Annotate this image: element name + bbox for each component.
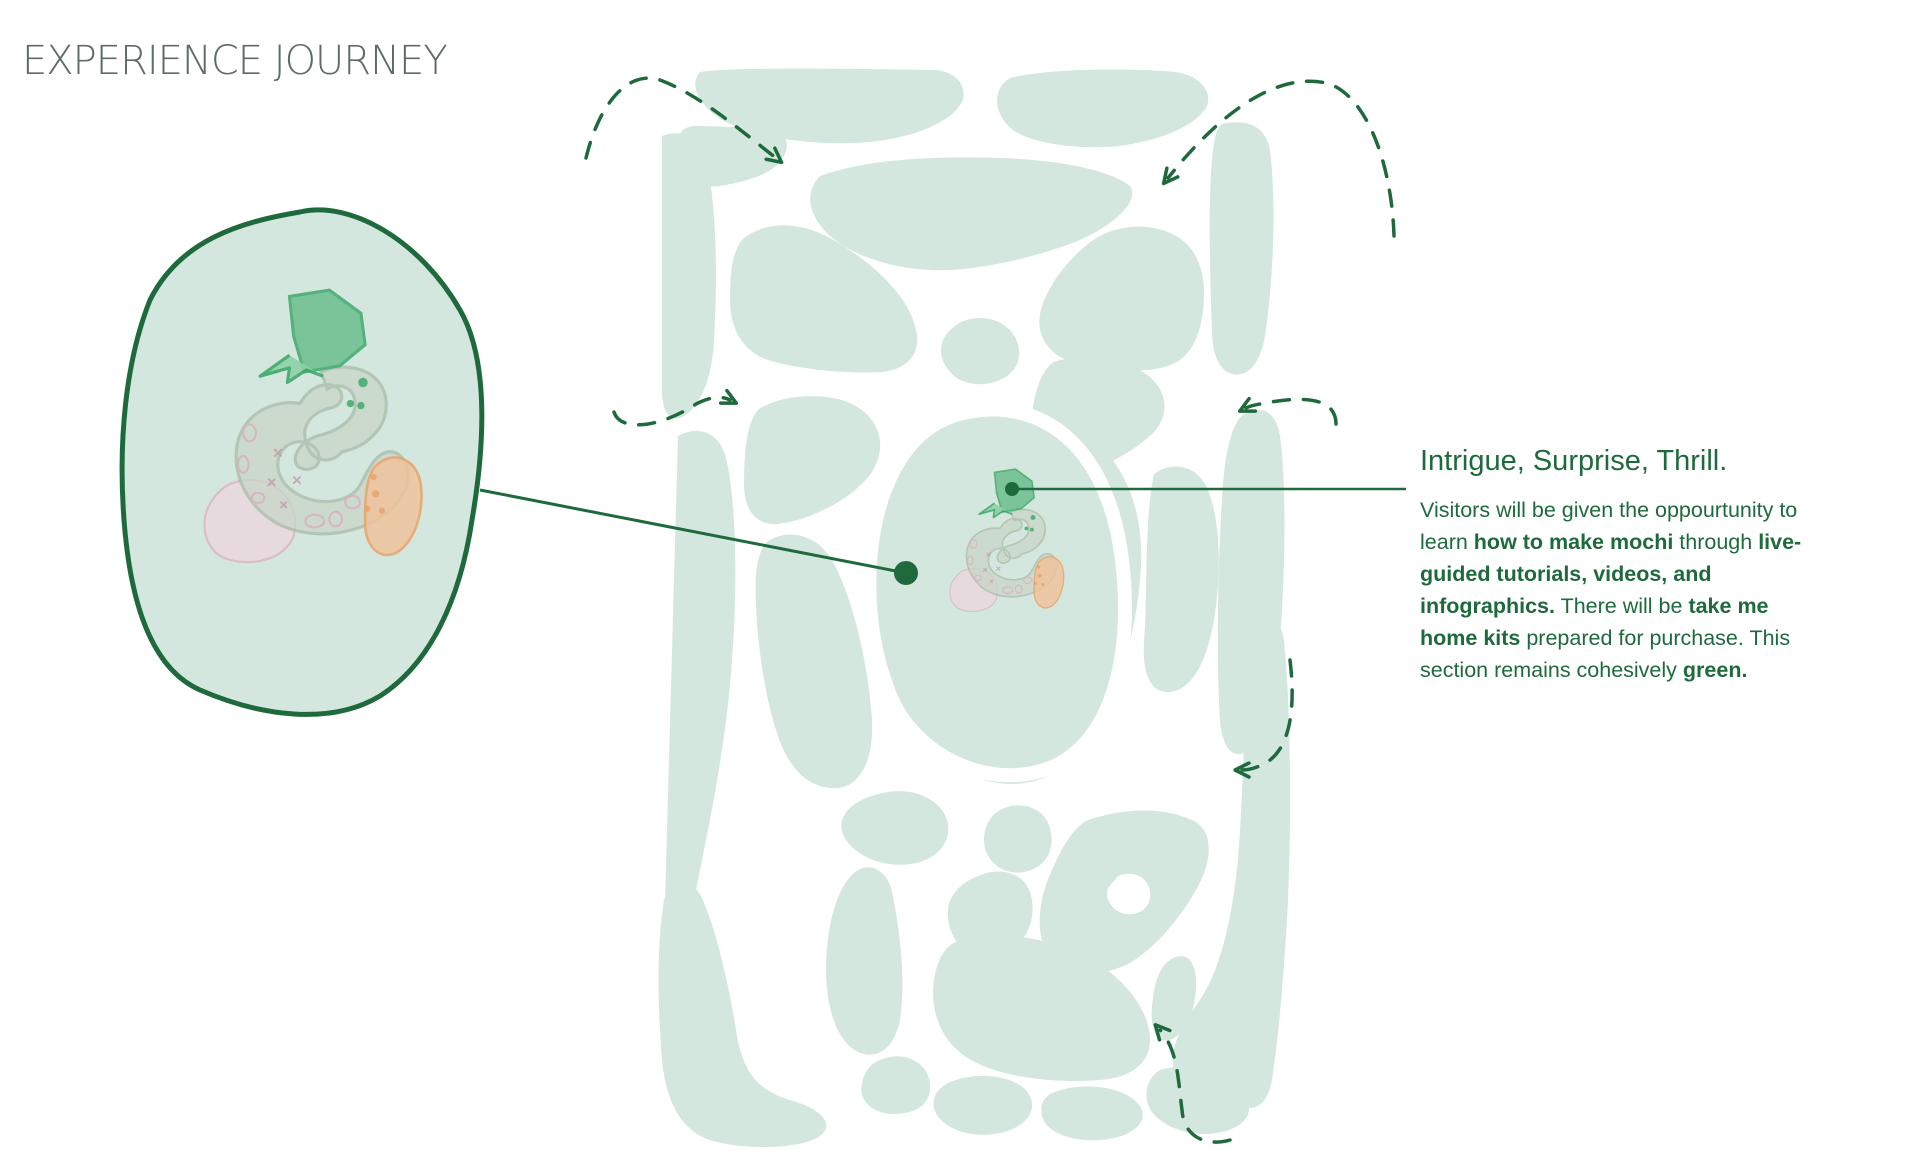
dashed-curved-arrow-icon	[612, 397, 730, 427]
dot-marker-icon	[894, 561, 918, 585]
callout-body: Visitors will be given the oppourtunity …	[1420, 494, 1830, 686]
dot-marker-icon	[1005, 482, 1019, 496]
callout-heading: Intrigue, Surprise, Thrill.	[1420, 445, 1728, 477]
page-title: EXPERIENCE JOURNEY	[22, 38, 448, 84]
callout-body-bold-text: how to make mochi	[1473, 530, 1674, 554]
callout-body-text: Visitors will be given the oppourtunity …	[1420, 498, 1798, 554]
callout-body-bold-text: green.	[1682, 658, 1748, 682]
dashed-curved-arrow-icon	[1242, 658, 1294, 770]
floor-plan	[584, 68, 1396, 1148]
dashed-curved-arrow-icon	[584, 76, 776, 158]
callout-body-text: prepared for purchase. This section rema…	[1420, 626, 1791, 682]
callout-body-bold-text: live-guided tutorials, videos, and infog…	[1420, 530, 1802, 618]
dashed-curved-arrow-icon	[1160, 1030, 1232, 1144]
dashed-curved-arrow-icon	[1246, 399, 1338, 426]
callout-body-text: through	[1673, 530, 1759, 554]
zoom-connector-line	[479, 488, 907, 575]
callout-body-text: There will be	[1554, 594, 1689, 618]
zoom-detail	[119, 207, 485, 717]
callout-body-bold-text: take me home kits	[1420, 594, 1769, 650]
dashed-curved-arrow-icon	[1168, 79, 1396, 238]
journey-arrows	[584, 76, 1396, 1144]
experience-callout: Intrigue, Surprise, Thrill. Visitors wil…	[1420, 445, 1830, 686]
